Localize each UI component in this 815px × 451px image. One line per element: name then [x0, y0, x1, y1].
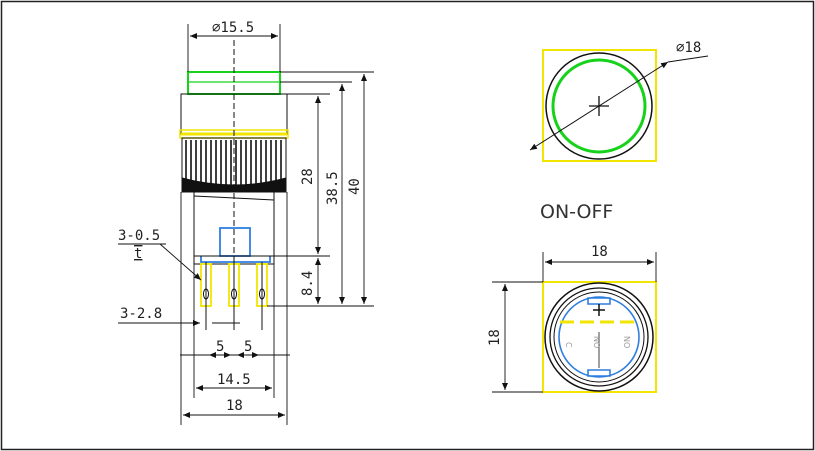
label-pitch-left: 5 — [216, 339, 224, 355]
function-label: ON-OFF — [540, 201, 613, 223]
bottom-outer-circle — [544, 282, 654, 392]
bottom-view — [542, 281, 657, 393]
label-bottom-left-18: 18 — [487, 329, 503, 346]
label-pin-t: t — [134, 246, 142, 262]
label-dim-40: 40 — [347, 178, 363, 195]
label-dim-38-5: 38.5 — [325, 171, 341, 205]
label-dim-8-4: 8.4 — [300, 271, 316, 296]
term-label-no-2: NO — [622, 336, 631, 348]
actuator — [219, 227, 251, 257]
side-view-dimensions — [118, 24, 374, 425]
label-right-diameter: ⌀18 — [676, 40, 701, 56]
label-pin-thickness: 3-0.5 — [118, 228, 160, 244]
label-width-14-5: 14.5 — [217, 372, 251, 388]
label-pitch-right: 5 — [244, 339, 252, 355]
top-view — [529, 49, 709, 162]
label-bottom-top-18: 18 — [591, 244, 608, 260]
label-pin-width: 3-2.8 — [120, 306, 162, 322]
side-view — [179, 40, 289, 330]
label-width-18: 18 — [226, 398, 243, 414]
term-label-no-1: NO — [592, 336, 601, 348]
term-label-c: C — [564, 342, 573, 348]
label-dim-28: 28 — [300, 168, 316, 185]
bottom-view-dimensions — [492, 252, 657, 393]
bottom-square — [542, 281, 657, 393]
label-top-diameter: ⌀15.5 — [212, 20, 254, 36]
